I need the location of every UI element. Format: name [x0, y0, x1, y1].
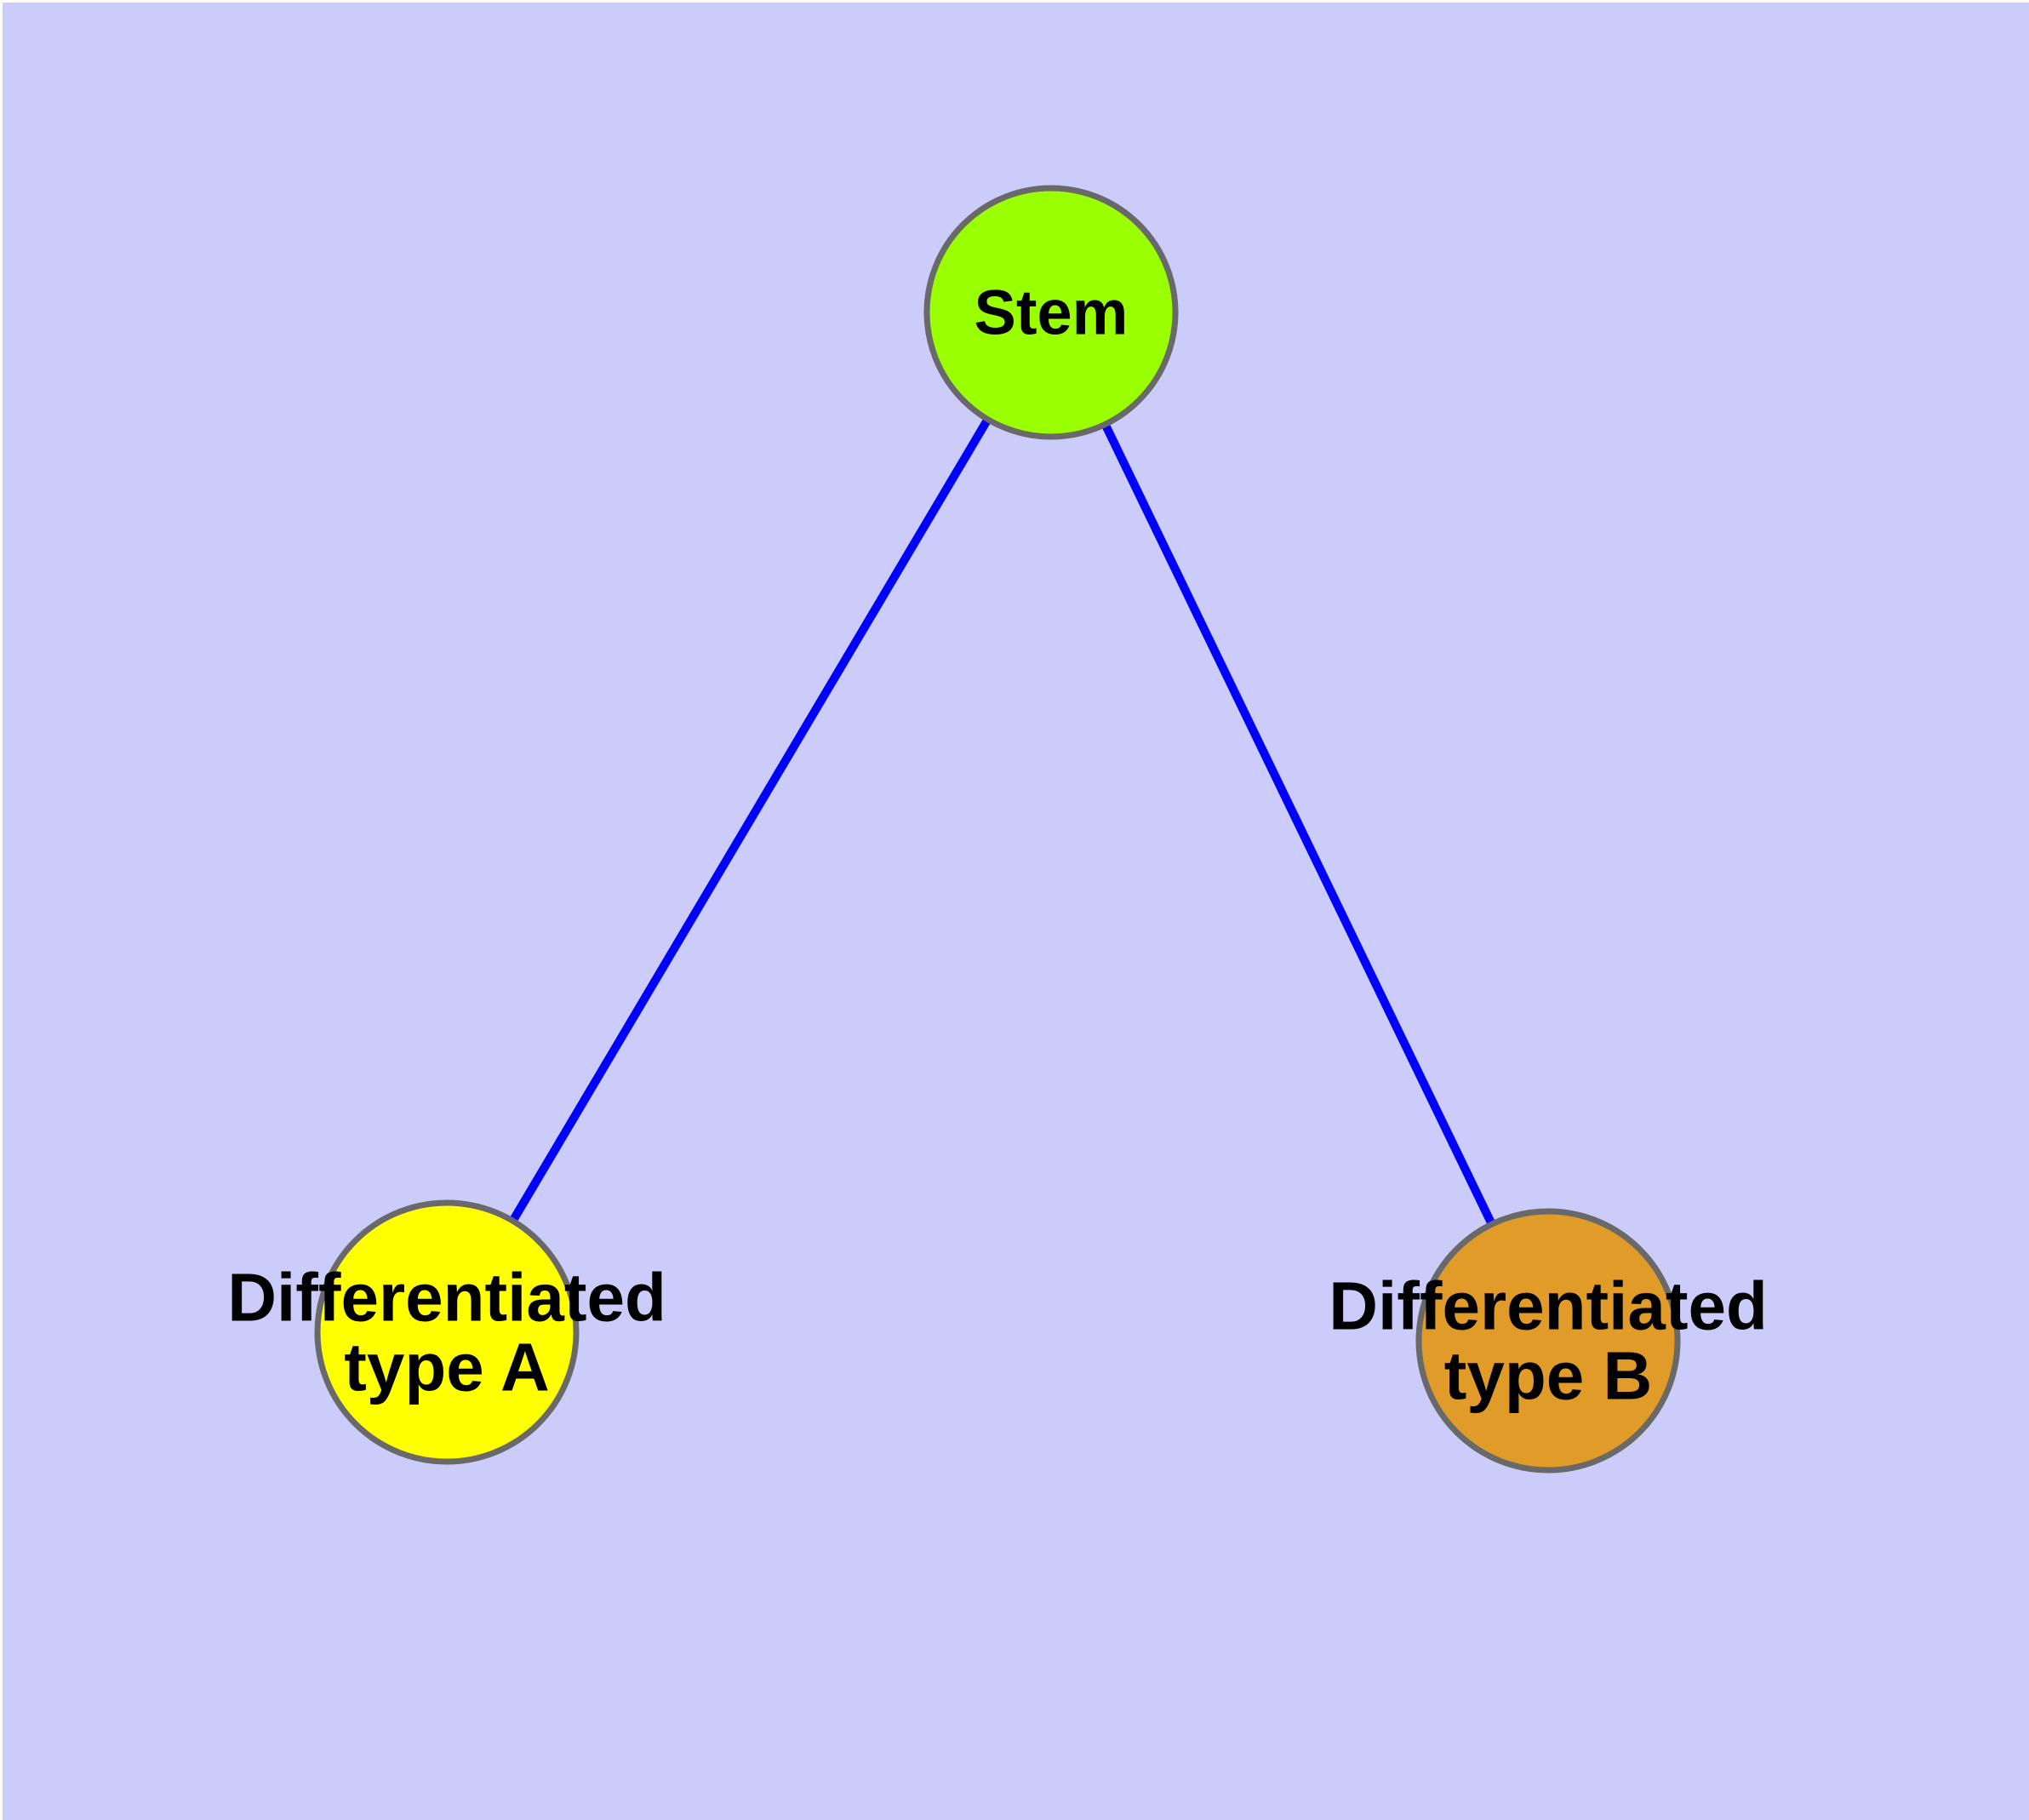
- diagram-plot-area: Stem Differentiated type A Differentiate…: [3, 3, 2029, 1820]
- graph-svg: [314, 185, 1681, 1474]
- node-differentiated-type-b[interactable]: [1415, 1208, 1681, 1474]
- node-stem[interactable]: [923, 185, 1179, 440]
- edge-stem-to-differentiated-type-a: [443, 310, 1055, 1335]
- edge-layer: [443, 310, 1552, 1343]
- node-layer: [314, 185, 1681, 1474]
- edge-stem-to-differentiated-type-b: [1047, 310, 1552, 1343]
- node-differentiated-type-a[interactable]: [314, 1199, 580, 1465]
